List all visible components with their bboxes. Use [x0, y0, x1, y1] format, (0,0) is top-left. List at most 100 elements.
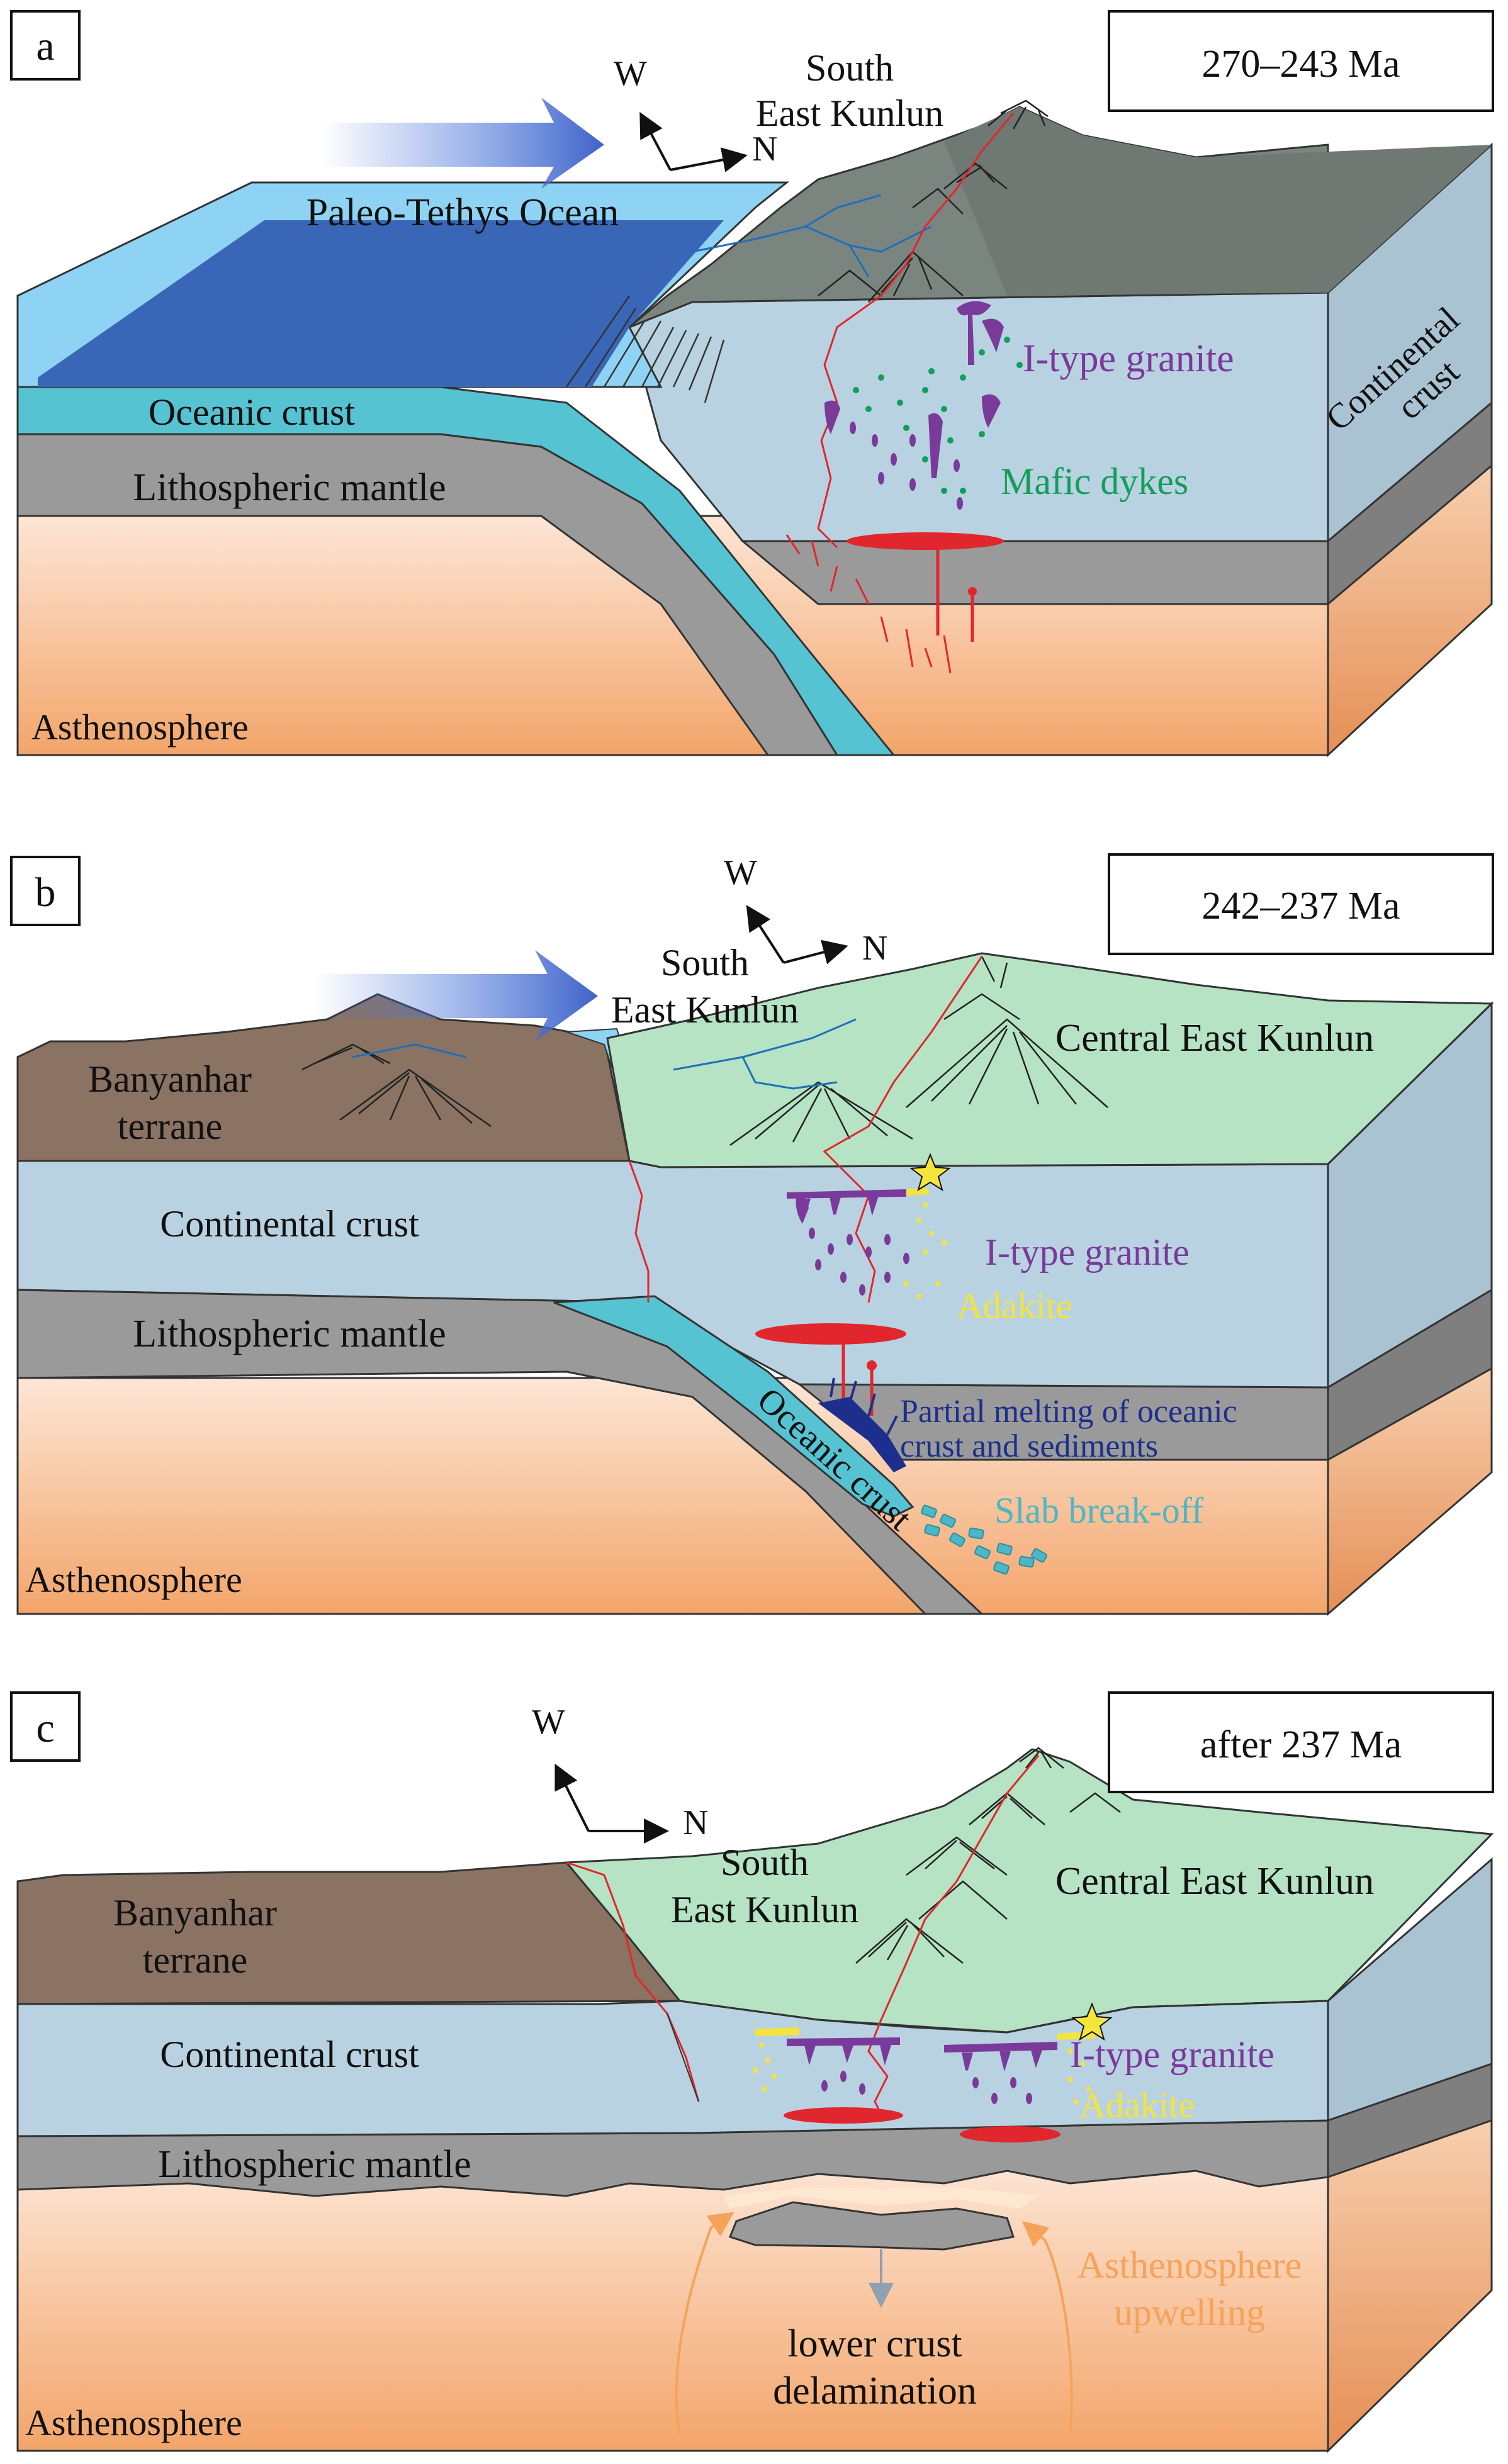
label-central-ek-b: Central East Kunlun	[1055, 1017, 1374, 1060]
adakite-dots-b	[904, 1188, 947, 1299]
label-south-ek-2-c: East Kunlun	[671, 1889, 858, 1930]
side-asth-c	[1327, 2119, 1493, 2453]
label-asthenosphere-a: Asthenosphere	[31, 707, 249, 748]
label-lith-mantle-c: Lithospheric mantle	[158, 2143, 471, 2186]
label-lith-mantle-b: Lithospheric mantle	[133, 1313, 446, 1355]
label-paleo-tethys: Paleo-Tethys Ocean	[307, 191, 619, 234]
mountain-hachures-c	[855, 1747, 1121, 1964]
accretionary-wedge	[565, 295, 725, 403]
rivers-b	[352, 1018, 857, 1090]
fault-red-b-left	[628, 1160, 650, 1302]
continental-crust-block	[628, 291, 1329, 542]
label-south-ek-1-b: South	[661, 942, 749, 983]
rivers-a	[692, 194, 932, 277]
label-lower-crust-2: delamination	[773, 2370, 977, 2412]
label-continental-crust-c: Continental crust	[160, 2034, 419, 2075]
age-box-a	[1108, 10, 1494, 112]
magma-chamber-a	[847, 532, 1004, 550]
paleo-tethys-ocean-deep	[38, 220, 724, 387]
continental-lithospheric-mantle	[740, 540, 1329, 605]
oceanic-crust-layer	[16, 386, 896, 756]
label-adakite-c: Adakite	[1079, 2085, 1195, 2125]
magma-chamber-b	[755, 1323, 906, 1345]
panel-letter-box-a	[10, 10, 81, 81]
label-banyanhar-2-b: terrane	[118, 1106, 223, 1147]
label-south-ek-1-a: South	[806, 47, 894, 89]
fault-red-c-left	[566, 1861, 700, 2102]
magma-blob-a	[968, 587, 977, 596]
fault-red-c-left-shadow	[667, 2013, 699, 2102]
plate-motion-arrow-b	[315, 950, 598, 1041]
label-asth-upwelling-1: Asthenosphere	[1078, 2244, 1302, 2286]
granite-bodies-b	[787, 1189, 909, 1296]
panel-a: W N a 270–243 Ma South East Kunlun Paleo…	[10, 10, 1494, 758]
slab-melt-spikes-a	[785, 534, 952, 674]
age-box-b	[1108, 853, 1494, 955]
label-asthenosphere-b: Asthenosphere	[25, 1559, 242, 1600]
upwelling-fill-c	[724, 2187, 1038, 2209]
compass-n-a: N	[752, 130, 777, 169]
label-adakite-b: Adakite	[957, 1285, 1072, 1326]
label-banyanhar-1-b: Banyanhar	[88, 1058, 252, 1100]
compass-b: W N	[724, 853, 887, 968]
label-lower-crust-1: lower crust	[787, 2322, 962, 2365]
label-i-type-granite-a: I-type granite	[1023, 337, 1234, 380]
basin-depression-c	[679, 2000, 1329, 2034]
partial-melting-zone-b	[818, 1377, 906, 1472]
central-east-kunlun-b	[606, 952, 1494, 1168]
panel-letter-a: a	[36, 23, 54, 69]
label-banyanhar-2-c: terrane	[143, 1939, 248, 1981]
granite-bodies-c	[787, 2037, 1057, 2104]
label-lith-mantle-a: Lithospheric mantle	[133, 466, 446, 509]
label-asth-upwelling-2: upwelling	[1114, 2292, 1265, 2333]
delaminated-lower-crust-c	[729, 2201, 1015, 2251]
panel-c: W N c after 237 Ma South East Kunlun Cen…	[10, 1691, 1494, 2453]
panel-letter-b: b	[35, 870, 56, 916]
label-banyanhar-1-c: Banyanhar	[113, 1892, 277, 1934]
continental-crust-c	[16, 2000, 1329, 2137]
label-continental-crust-b: Continental crust	[160, 1203, 419, 1245]
age-label-c: after 237 Ma	[1200, 1723, 1402, 1766]
panel-letter-box-b	[10, 856, 81, 926]
label-i-type-granite-b: I-type granite	[985, 1231, 1190, 1273]
age-label-a: 270–243 Ma	[1201, 43, 1400, 86]
mafic-dykes-dots-a	[853, 337, 1023, 494]
panel-letter-c: c	[36, 1705, 54, 1751]
label-asthenosphere-c: Asthenosphere	[25, 2402, 242, 2443]
compass-n-b: N	[862, 929, 887, 968]
age-label-b: 242–237 Ma	[1201, 885, 1400, 927]
label-slab-breakoff: Slab break-off	[994, 1490, 1204, 1531]
oceanic-crust-slab-b	[553, 1295, 914, 1518]
compass-w-b: W	[724, 853, 757, 892]
granite-bodies-a	[824, 301, 1004, 510]
label-mafic-dykes: Mafic dykes	[1001, 461, 1188, 502]
label-oceanic-crust-a: Oceanic crust	[149, 391, 355, 433]
compass-w-a: W	[614, 54, 647, 93]
compass-c: W N	[532, 1703, 708, 1844]
label-central-ek-c: Central East Kunlun	[1055, 1860, 1374, 1903]
upwelling-arrow-right-c	[1021, 2220, 1073, 2436]
panel-letter-box-c	[10, 1691, 81, 1762]
compass-n-c: N	[683, 1803, 708, 1842]
upwelling-arrow-left-c	[675, 2212, 734, 2436]
label-partial-melting-1: Partial melting of oceanic	[900, 1394, 1237, 1430]
label-south-ek-2-b: East Kunlun	[611, 989, 799, 1031]
label-south-ek-2-a: East Kunlun	[756, 92, 943, 134]
compass-w-c: W	[532, 1703, 565, 1742]
compass-a: W N	[614, 54, 777, 172]
label-south-ek-1-c: South	[721, 1842, 809, 1883]
mountain-hachures-b	[301, 956, 1108, 1146]
fault-red-c	[867, 1755, 1040, 2115]
label-partial-melting-2: crust and sediments	[900, 1428, 1158, 1464]
asthenosphere-layer-c	[16, 2157, 1329, 2452]
slab-breakoff-fragments-b	[921, 1504, 1047, 1575]
adakite-star-b	[909, 1153, 951, 1192]
plate-motion-arrow-a	[321, 98, 604, 189]
label-i-type-granite-c: I-type granite	[1070, 2034, 1274, 2075]
magma-feeder-a	[936, 547, 974, 642]
magma-blob-b	[867, 1360, 877, 1370]
fault-red-a	[817, 113, 1015, 549]
adakite-star-c	[1071, 2002, 1113, 2041]
magma-lens-c-2	[960, 2126, 1061, 2142]
